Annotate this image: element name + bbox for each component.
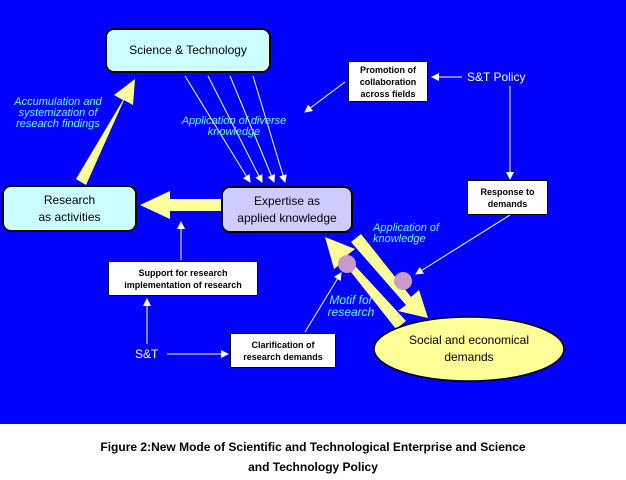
clarification-line1: Clarification of: [251, 339, 315, 350]
caption-line2: and Technology Policy: [248, 460, 378, 474]
motif-label: Motif for research: [316, 294, 386, 318]
clarification-box: Clarification of research demands: [230, 333, 336, 368]
science-technology-label: Science & Technology: [129, 43, 247, 57]
arrow-expertise-to-social: [351, 234, 428, 318]
arrow-research-to-st: [76, 79, 135, 185]
social-label-line1: Social and economical: [408, 333, 530, 347]
diagram-canvas: Science & Technology Research as activit…: [0, 0, 626, 424]
thin-connectors: [143, 73, 514, 358]
support-line1: Support for research: [138, 267, 228, 278]
accumulation-line2: systemization of: [18, 107, 98, 119]
caption-line1: Figure 2:New Mode of Scientific and Tech…: [100, 440, 526, 454]
diverse-line-1: [184, 75, 251, 183]
support-line2: implementation of research: [124, 279, 242, 290]
promotion-arrow: [304, 81, 346, 113]
response-to-junction: [415, 214, 511, 275]
promotion-line3: across fields: [360, 88, 416, 99]
promotion-box: Promotion of collaboration across fields: [348, 61, 428, 102]
response-line2: demands: [487, 198, 528, 209]
accumulation-label: Accumulation and systemization of resear…: [8, 97, 108, 130]
application-diverse-label: Application of diverse knowledge: [172, 116, 296, 138]
clarification-line2: research demands: [243, 351, 323, 362]
support-box: Support for research implementation of r…: [108, 261, 258, 296]
arrow-expertise-to-research: [140, 191, 221, 219]
research-label-line2: as activities: [38, 209, 101, 224]
research-box: Research as activities: [2, 185, 137, 232]
diverse-line-3: [229, 75, 276, 183]
science-technology-box: Science & Technology: [105, 28, 271, 73]
social-label-line2: demands: [444, 350, 494, 364]
connector-layer: [76, 73, 565, 382]
junction-dot-motif: [338, 255, 356, 273]
diverse-line-2: [207, 75, 263, 183]
promotion-line2: collaboration: [359, 76, 417, 87]
clarification-to-junction: [304, 272, 342, 333]
social-demands-ellipse: [373, 316, 565, 382]
social-demands-label: Social and economical demands: [384, 330, 554, 368]
expertise-label-line1: Expertise as: [253, 193, 321, 208]
diverse-line-4: [252, 75, 287, 183]
motif-line2: research: [327, 305, 375, 319]
motif-line1: Motif for: [329, 293, 373, 307]
accumulation-line3: research findings: [16, 118, 100, 130]
response-box: Response to demands: [467, 180, 548, 215]
promotion-line1: Promotion of: [360, 64, 416, 75]
application-knowledge-label: Application of knowledge: [373, 223, 463, 245]
expertise-label-line2: applied knowledge: [237, 210, 337, 225]
application-diverse-line1: Application of diverse: [181, 115, 287, 127]
st-label: S&T: [135, 347, 159, 361]
expertise-box: Expertise as applied knowledge: [221, 186, 353, 233]
application-knowledge-line2: knowledge: [373, 233, 426, 245]
application-diverse-line2: knowledge: [207, 126, 261, 138]
st-policy-label: S&T Policy: [467, 70, 526, 84]
figure-caption: Figure 2:New Mode of Scientific and Tech…: [0, 437, 626, 477]
application-knowledge-line1: Application of: [373, 222, 440, 234]
research-label-line1: Research: [43, 192, 96, 207]
response-line1: Response to: [480, 186, 535, 197]
junction-dot-response: [394, 272, 412, 290]
accumulation-line1: Accumulation and: [14, 96, 102, 108]
